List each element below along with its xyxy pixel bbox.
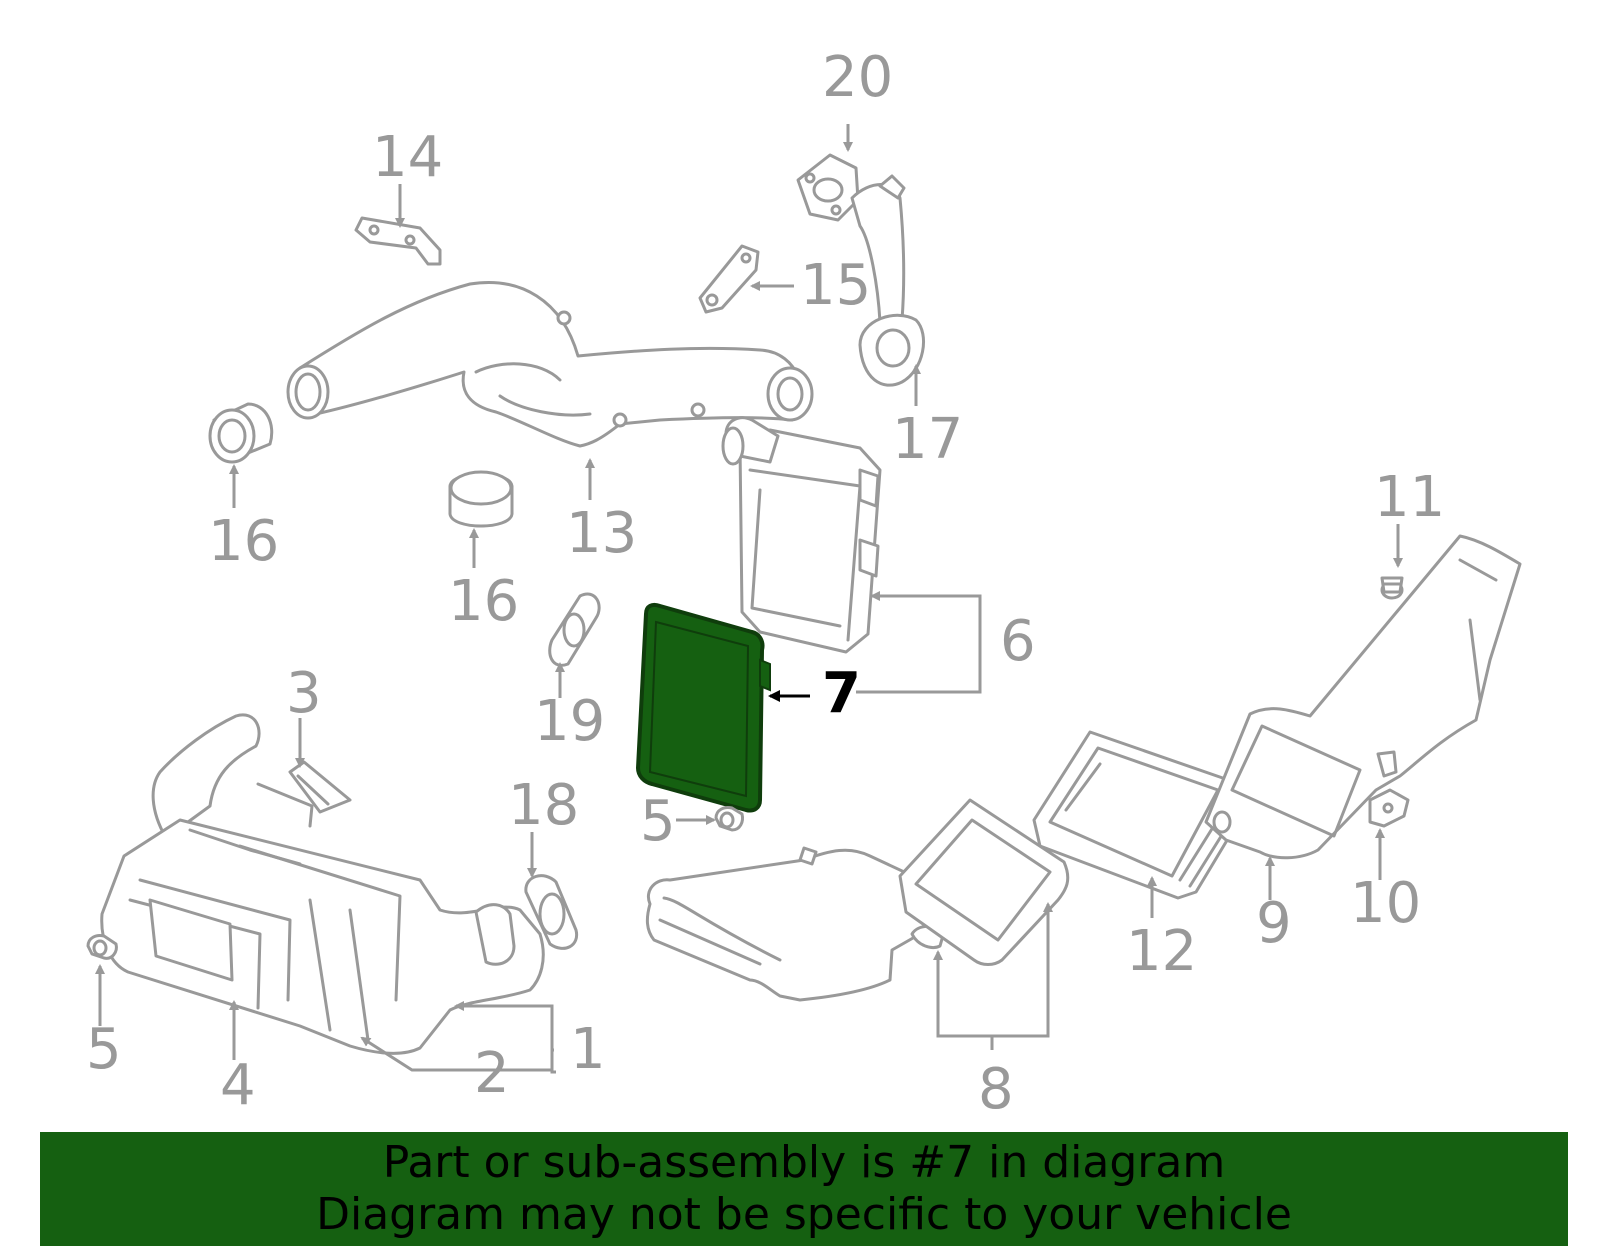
banner-line-1: Part or sub-assembly is #7 in diagram (382, 1137, 1226, 1188)
part-3-bracket[interactable] (288, 760, 352, 814)
part-1-air-cleaner-assembly[interactable] (100, 713, 545, 1055)
callout-1: 1 (570, 1017, 606, 1082)
callout-14: 14 (372, 125, 443, 190)
callout-7: 7 (822, 661, 861, 726)
callout-8: 8 (978, 1057, 1014, 1122)
part-17-flange[interactable] (858, 313, 925, 387)
callout-5-middle: 5 (640, 789, 676, 854)
callout-12: 12 (1126, 919, 1197, 984)
part-15-bracket[interactable] (698, 244, 760, 314)
part-14-bracket[interactable] (354, 216, 442, 266)
callout-13: 13 (566, 501, 637, 566)
part-20-flange-elbow[interactable] (796, 153, 906, 324)
callout-20: 20 (822, 45, 893, 110)
callout-19: 19 (534, 689, 605, 754)
callout-10: 10 (1350, 871, 1421, 936)
callout-labels: 20 14 15 17 16 13 16 11 6 7 3 19 18 5 5 … (86, 45, 1445, 1122)
part-5-bolt-middle[interactable] (714, 806, 744, 832)
part-7-highlighted-element[interactable] (635, 602, 771, 813)
callout-6: 6 (1000, 609, 1036, 674)
part-10-bracket[interactable] (1368, 788, 1410, 828)
part-9-air-duct[interactable] (1204, 534, 1522, 860)
callout-5-left: 5 (86, 1017, 122, 1082)
info-banner: Part or sub-assembly is #7 in diagram Di… (40, 1132, 1568, 1246)
callout-15: 15 (800, 253, 871, 318)
part-13-intake-duct[interactable] (286, 281, 814, 448)
callout-4: 4 (220, 1053, 256, 1118)
callout-18: 18 (508, 773, 579, 838)
part-5-bolt-left[interactable] (86, 934, 118, 960)
callout-16-left: 16 (208, 509, 279, 574)
callout-17: 17 (892, 407, 963, 472)
callout-2: 2 (474, 1041, 510, 1106)
part-18-gasket[interactable] (524, 874, 579, 950)
part-8-duct-assembly[interactable] (645, 798, 1070, 1002)
callout-3: 3 (286, 661, 322, 726)
part-6-intercooler[interactable] (721, 416, 882, 654)
part-16-sleeve-left[interactable] (208, 402, 274, 464)
part-19-gasket[interactable] (548, 592, 601, 667)
leader-lines (95, 124, 1403, 1074)
banner-line-2: Diagram may not be specific to your vehi… (316, 1189, 1292, 1240)
callout-16-middle: 16 (448, 569, 519, 634)
callout-9: 9 (1256, 891, 1292, 956)
callout-11: 11 (1374, 465, 1445, 530)
part-16-sleeve-middle[interactable] (448, 470, 514, 528)
part-11-grommet[interactable] (1380, 576, 1404, 600)
